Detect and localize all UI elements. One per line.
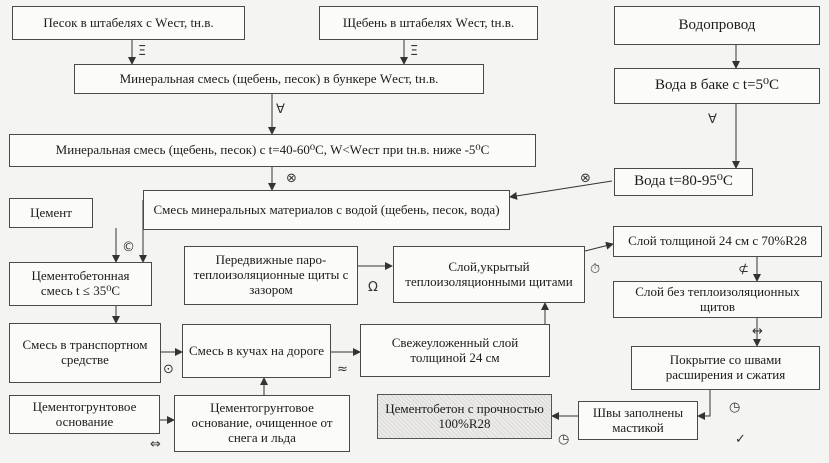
arrow-hot-mix bbox=[509, 180, 613, 200]
box-cement-soil-base: Цементогрунтовое основание bbox=[9, 395, 160, 434]
box-mineral-heated-text: Минеральная смесь (щебень, песок) с t=40… bbox=[55, 142, 490, 158]
box-layer-no-shields: Слой без теплоизоляционных щитов bbox=[613, 281, 822, 318]
symbol-xi-2: Ξ bbox=[410, 44, 419, 59]
box-water-tank: Вода в баке с t=5⁰C bbox=[614, 68, 820, 104]
symbol-lr-arrow: ↔ bbox=[752, 324, 763, 339]
box-layer-24-70-text: Слой толщиной 24 см с 70%R28 bbox=[628, 233, 807, 249]
box-water-hot-text: Вода t=80-95⁰C bbox=[634, 173, 733, 190]
box-strength-100-text: Цементобетон с прочностью 100%R28 bbox=[385, 400, 544, 431]
box-mineral-water-mix: Смесь минеральных материалов с водой (ще… bbox=[143, 190, 510, 230]
box-cement-text: Цемент bbox=[30, 204, 72, 220]
symbol-otimes-2: ⊗ bbox=[580, 171, 591, 186]
box-joints-filled: Швы заполнены мастикой bbox=[578, 401, 698, 440]
box-mobile-shields: Передвижные паро-теплоизоляционные щиты … bbox=[184, 246, 358, 305]
box-joint-cover: Покрытие со швами расширения и сжатия bbox=[631, 346, 820, 390]
box-cement-concrete-mix: Цементобетонная смесь t ≤ 35⁰C bbox=[9, 262, 152, 306]
box-road-piles-text: Смесь в кучах на дороге bbox=[188, 342, 325, 358]
symbol-clock-3: ◷ bbox=[558, 432, 570, 447]
symbol-omega: Ω bbox=[368, 280, 378, 295]
symbol-forall-2: ∀ bbox=[708, 112, 717, 127]
box-mobile-shields-text: Передвижные паро-теплоизоляционные щиты … bbox=[193, 252, 349, 297]
box-covered-layer-text: Слой,укрытый теплоизоляционными щитами bbox=[405, 258, 573, 289]
symbol-approx: ≈ bbox=[337, 362, 348, 377]
arrow-covered-layer24 bbox=[584, 241, 614, 252]
box-fresh-layer-text: Свежеуложенный слой толщиной 24 см bbox=[391, 334, 519, 365]
symbol-clock-2: ◷ bbox=[729, 400, 741, 415]
box-water-tank-text: Вода в баке с t=5⁰C bbox=[654, 77, 780, 94]
symbol-double-arrow: ⇔ bbox=[150, 437, 161, 452]
box-fresh-layer: Свежеуложенный слой толщиной 24 см bbox=[360, 324, 550, 377]
box-joint-cover-text: Покрытие со швами расширения и сжатия bbox=[665, 352, 786, 382]
box-water-supply: Водопровод bbox=[614, 6, 820, 45]
box-sand-stockpile: Песок в штабелях с Wест, tн.в. bbox=[12, 6, 245, 40]
box-mineral-water-mix-text: Смесь минеральных материалов с водой (ще… bbox=[153, 201, 500, 217]
box-strength-100: Цементобетон с прочностью 100%R28 bbox=[377, 394, 552, 439]
symbol-otimes-1: ⊗ bbox=[286, 171, 297, 186]
box-covered-layer: Слой,укрытый теплоизоляционными щитами bbox=[393, 246, 585, 303]
box-cleaned-base-text: Цементогрунтовое основание, очищенное от… bbox=[191, 400, 333, 445]
symbol-clock-1: ⏱ bbox=[590, 262, 601, 277]
arrow-joint-filled bbox=[697, 390, 711, 420]
box-layer-no-shields-text: Слой без теплоизоляционных щитов bbox=[635, 283, 800, 314]
box-cement-concrete-mix-text: Цементобетонная смесь t ≤ 35⁰C bbox=[31, 268, 130, 298]
box-gravel-text: Щебень в штабелях Wест, tн.в. bbox=[342, 14, 515, 30]
symbol-forall-1: ∀ bbox=[276, 102, 285, 117]
box-cement-soil-base-text: Цементогрунтовое основание bbox=[32, 398, 137, 429]
box-water-hot: Вода t=80-95⁰C bbox=[614, 168, 753, 196]
box-road-piles: Смесь в кучах на дороге bbox=[182, 324, 331, 378]
box-transport-mix-text: Смесь в транспортном средстве bbox=[22, 337, 148, 367]
symbol-not-subset: ⊄ bbox=[738, 262, 749, 277]
box-water-supply-text: Водопровод bbox=[678, 16, 756, 33]
box-mineral-heated: Минеральная смесь (щебень, песок) с t=40… bbox=[9, 134, 536, 167]
box-joints-filled-text: Швы заполнены мастикой bbox=[592, 404, 684, 435]
box-sand-text: Песок в штабелях с Wест, tн.в. bbox=[43, 14, 214, 30]
symbol-odot: ⊙ bbox=[163, 362, 174, 377]
box-cement: Цемент bbox=[9, 198, 93, 228]
box-gravel-stockpile: Щебень в штабелях Wест, tн.в. bbox=[319, 6, 538, 40]
symbol-xi-1: Ξ bbox=[138, 44, 147, 59]
box-transport-mix: Смесь в транспортном средстве bbox=[9, 323, 161, 383]
box-layer-24-70: Слой толщиной 24 см с 70%R28 bbox=[613, 226, 822, 257]
symbol-check: ✓ bbox=[735, 432, 746, 447]
symbol-copyright: © bbox=[122, 240, 135, 255]
box-hopper: Минеральная смесь (щебень, песок) в бунк… bbox=[74, 64, 484, 94]
box-hopper-text: Минеральная смесь (щебень, песок) в бунк… bbox=[119, 70, 439, 86]
box-cleaned-base: Цементогрунтовое основание, очищенное от… bbox=[174, 395, 350, 452]
